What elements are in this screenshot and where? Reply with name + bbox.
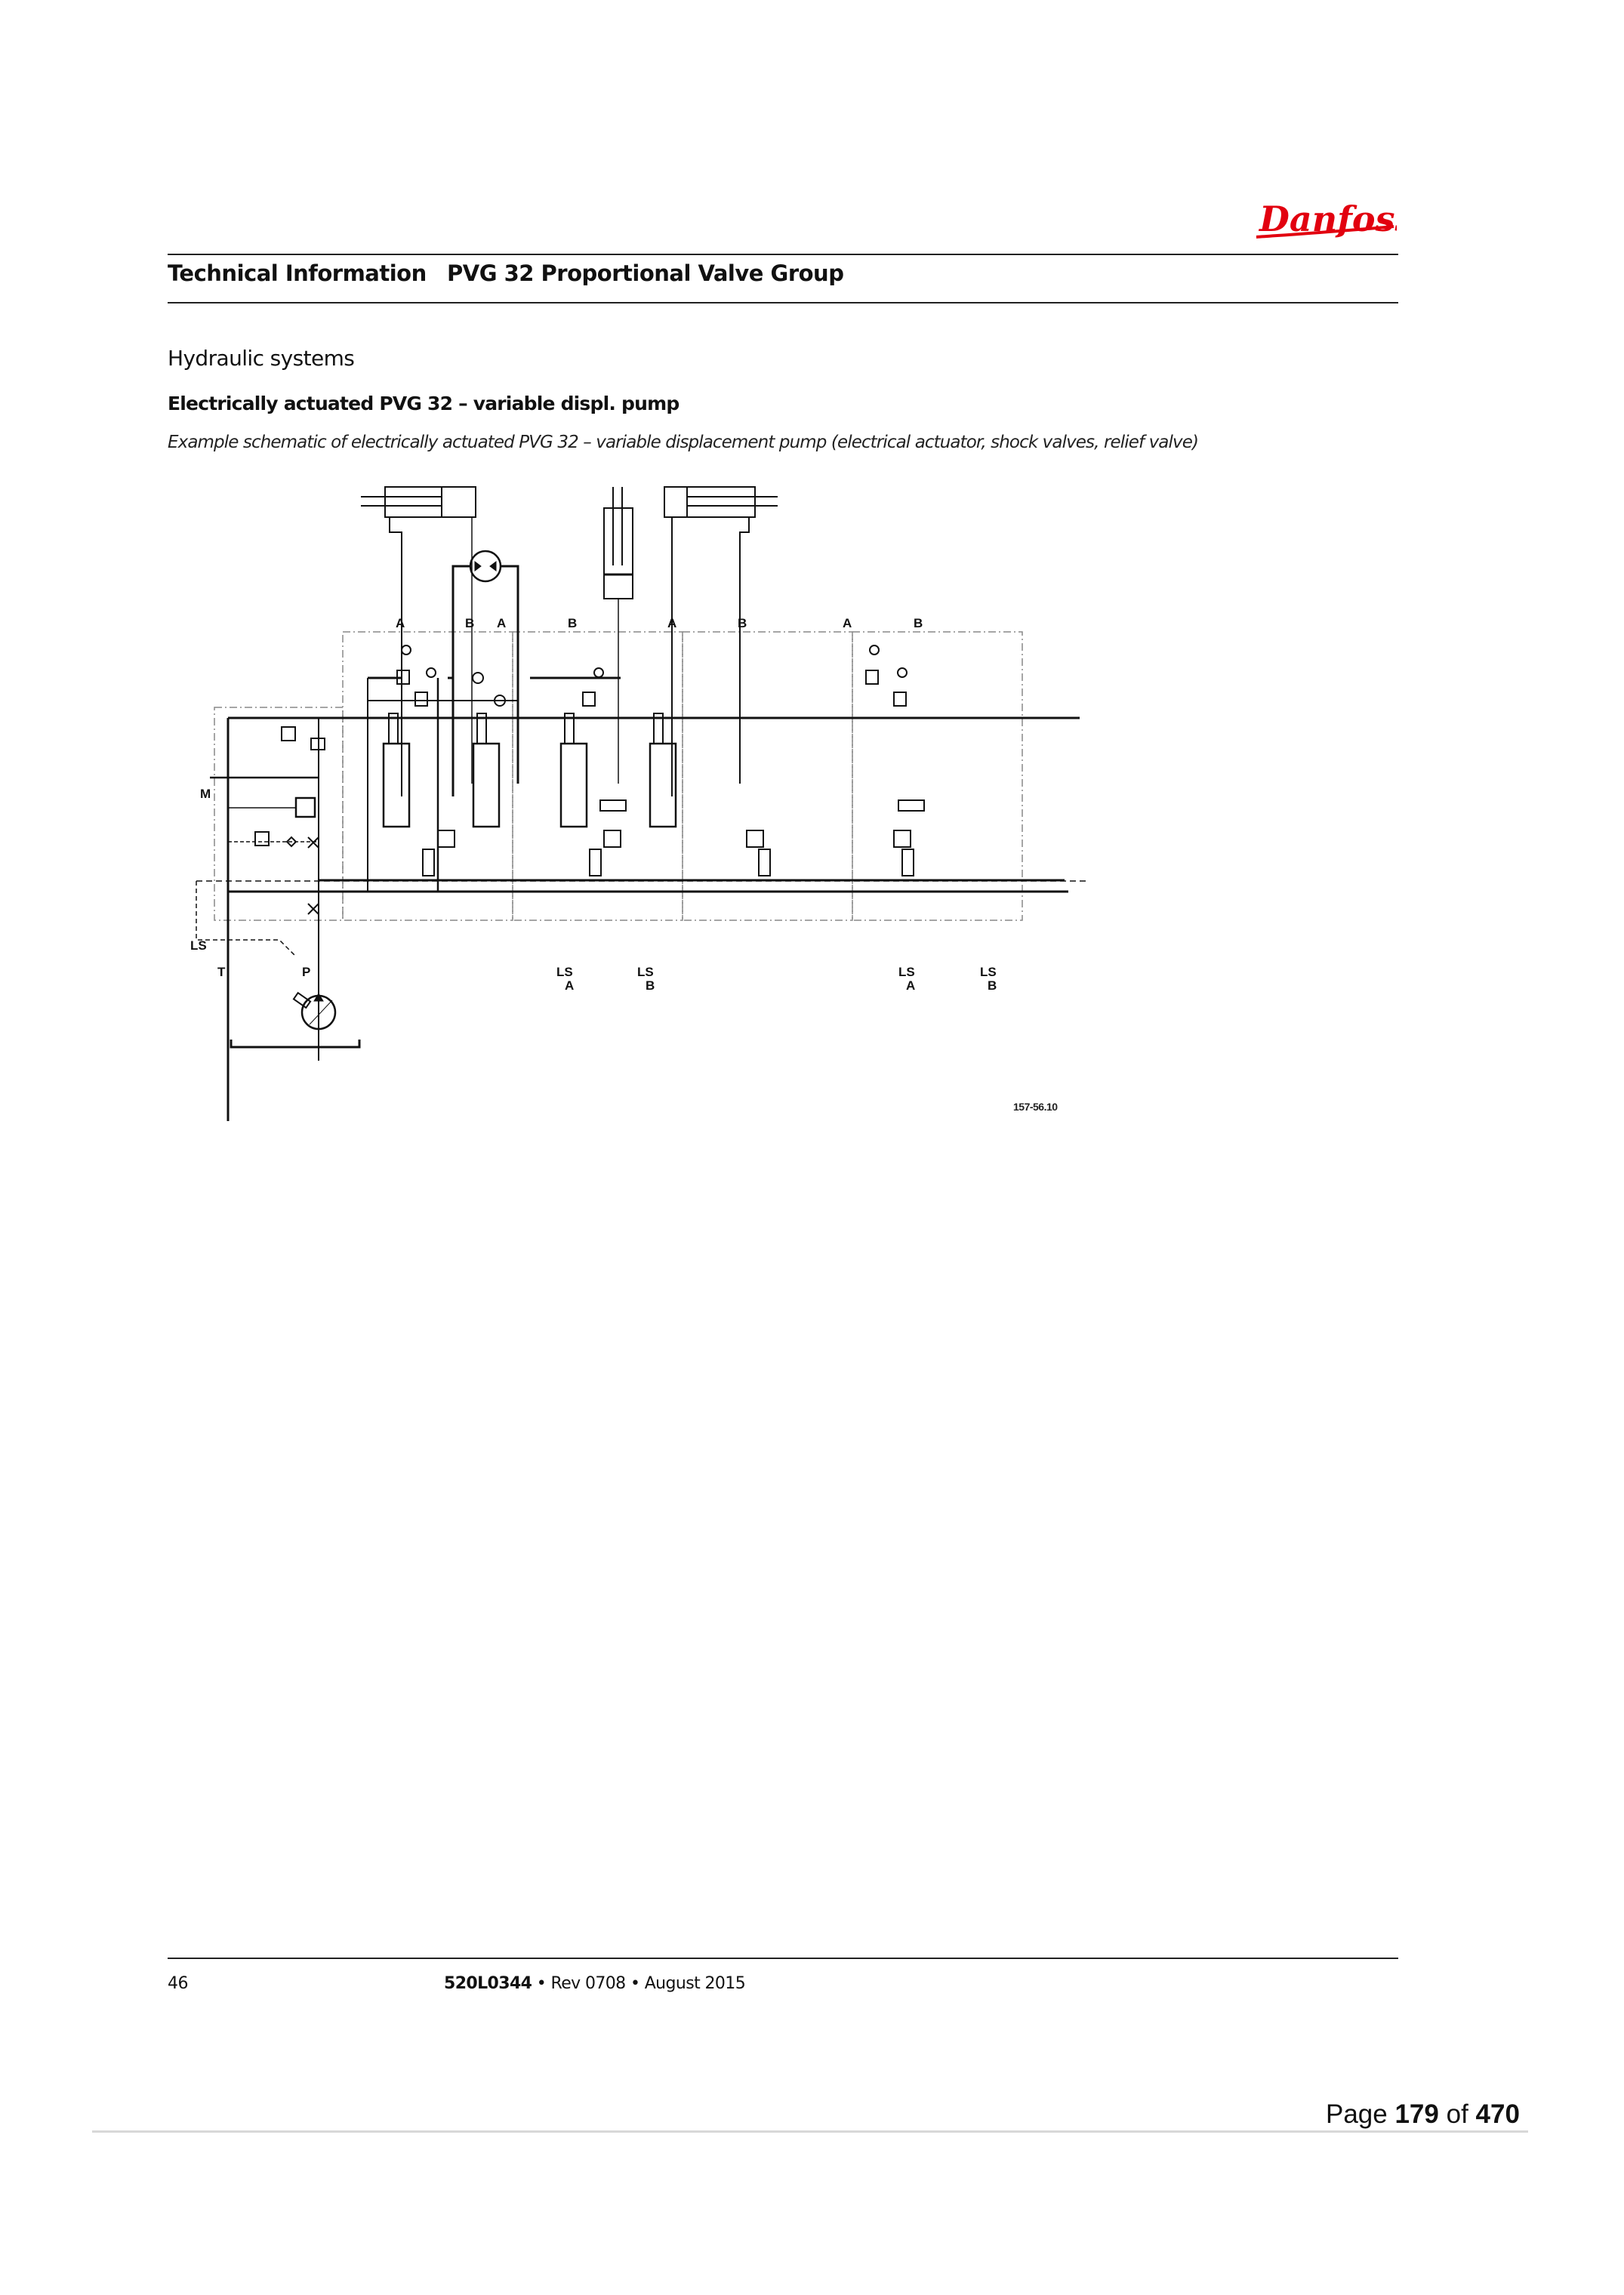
viewer-page-separator — [92, 2130, 1528, 2133]
svg-text:B: B — [738, 616, 747, 630]
page-indicator: Page 179 of 470 — [1326, 2099, 1520, 2129]
svg-text:A: A — [843, 616, 852, 630]
label-port-p: P — [302, 965, 310, 979]
total-pages: 470 — [1475, 2099, 1520, 2129]
label-port-ls: LS — [190, 938, 207, 953]
label-port-t: T — [217, 965, 226, 979]
header-left-label: Technical Information — [168, 260, 427, 286]
footer-page-number: 46 — [168, 1974, 189, 1993]
svg-text:B: B — [568, 616, 577, 630]
svg-text:B: B — [465, 616, 474, 630]
svg-text:LS: LS — [980, 965, 997, 979]
svg-text:B: B — [988, 978, 997, 993]
footer-doc-info: 520L0344 • Rev 0708 • August 2015 — [444, 1974, 746, 1993]
svg-text:LS: LS — [637, 965, 654, 979]
svg-text:A: A — [396, 616, 405, 630]
svg-text:A: A — [906, 978, 915, 993]
figure-id: 157-56.10 — [1013, 1101, 1058, 1113]
svg-text:B: B — [914, 616, 923, 630]
header-bottom-rule — [168, 302, 1398, 303]
footer-doc-rev: • Rev 0708 • August 2015 — [532, 1974, 746, 1993]
svg-text:A: A — [667, 616, 676, 630]
header-title: PVG 32 Proportional Valve Group — [447, 260, 844, 286]
current-page: 179 — [1394, 2099, 1439, 2129]
subsection-title: Electrically actuated PVG 32 – variable … — [168, 393, 679, 414]
svg-text:A: A — [497, 616, 506, 630]
figure-caption: Example schematic of electrically actuat… — [168, 433, 1199, 452]
svg-text:B: B — [646, 978, 655, 993]
footer-rule — [168, 1958, 1398, 1959]
hydraulic-schematic: M LS T P A B A B A B A B LS A LS B LS A … — [181, 472, 1099, 1265]
label-port-m: M — [200, 787, 211, 801]
svg-text:LS: LS — [556, 965, 573, 979]
danfoss-logo: Danfoss — [1253, 187, 1414, 248]
svg-text:A: A — [565, 978, 574, 993]
svg-text:LS: LS — [898, 965, 915, 979]
section-title: Hydraulic systems — [168, 346, 355, 371]
header-top-rule — [168, 254, 1398, 255]
footer-doc-code: 520L0344 — [444, 1974, 532, 1993]
